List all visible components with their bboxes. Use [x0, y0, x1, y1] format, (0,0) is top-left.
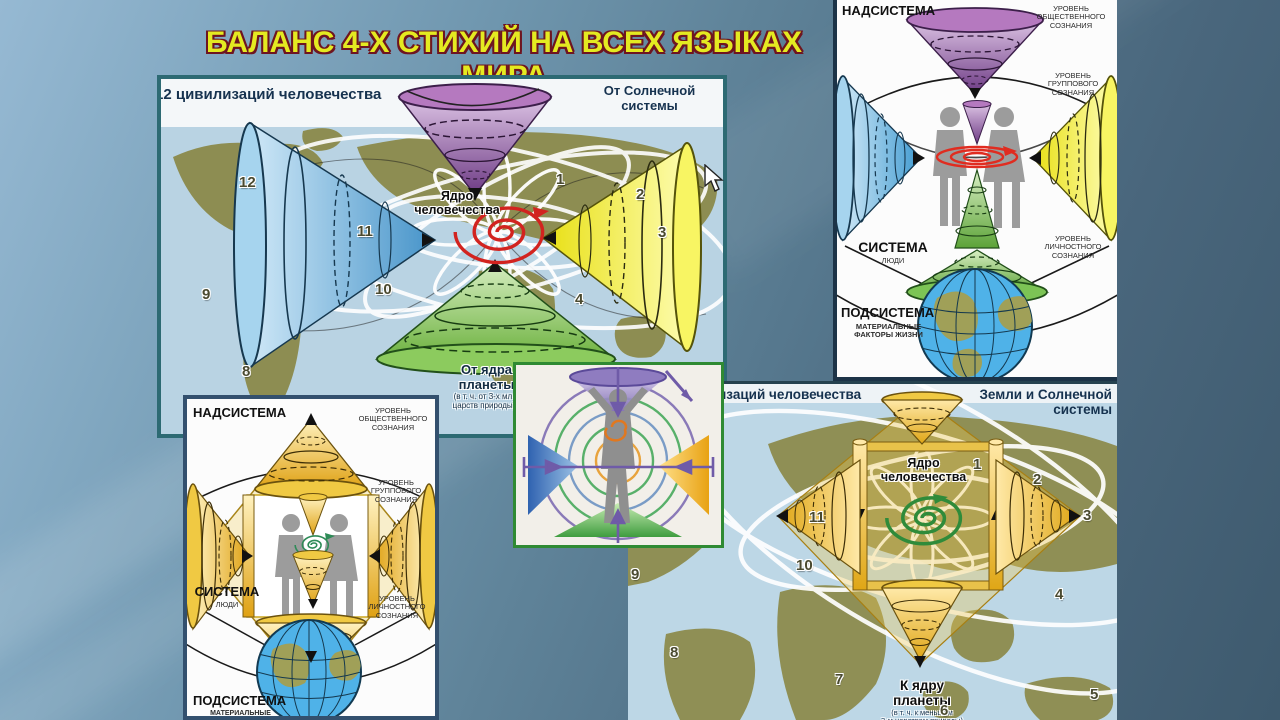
core-label: Ядро человечества	[414, 189, 500, 217]
map-number: 2	[1033, 471, 1042, 488]
map-number: 3	[658, 224, 667, 241]
core-label: Ядро человечества	[880, 456, 967, 484]
map-number: 8	[670, 644, 679, 661]
map-number: 1	[973, 456, 982, 473]
system-label: СИСТЕМА	[194, 584, 260, 599]
level-personal-label: УРОВЕНЬ ЛИЧНОСТНОГО СОЗНАНИЯ	[1044, 234, 1102, 260]
small-gold-cone-top	[298, 493, 328, 537]
system-people-label: ЛЮДИ	[881, 256, 905, 265]
yellow-civilizations-cone	[541, 142, 702, 352]
subsystem-label: ПОДСИСТЕМА	[841, 305, 935, 320]
purple-suprasystem-cone	[905, 7, 1045, 99]
to-core-note: (в т. ч. к меньшим 3-м царствам природы)	[881, 708, 963, 720]
panel-heading-civilizations-visible: изаций человечества	[718, 387, 862, 402]
humanity-core-spiral-green	[885, 494, 963, 546]
panel-heading-earth-solar: Земли и Солнечной системы	[979, 387, 1112, 418]
level-public-label: УРОВЕНЬ ОБЩЕСТВЕННОГО СОЗНАНИЯ	[1036, 4, 1106, 30]
map-number: 7	[835, 671, 844, 688]
map-number: 8	[242, 363, 251, 380]
subsystem-material-label: МАТЕРИАЛЬНЫЕ ФАКТОРЫ ЖИЗНИ	[210, 710, 271, 717]
gold-cone-right	[995, 458, 1081, 576]
humanity-core-spiral-red	[453, 206, 549, 265]
yellow-element-triangle	[659, 435, 709, 515]
map-number: 5	[1090, 686, 1099, 703]
map-number: 11	[357, 223, 373, 240]
map-number: 9	[631, 566, 640, 583]
panel-levels-multicolor: НАДСИСТЕМА УРОВЕНЬ ОБЩЕСТВЕННОГО СОЗНАНИ…	[833, 0, 1117, 381]
map-number: 12	[239, 174, 256, 191]
panel-human-elements	[513, 362, 724, 548]
suprasystem-label: НАДСИСТЕМА	[842, 3, 936, 18]
blue-civilizations-cone	[233, 121, 437, 369]
earth-globe	[256, 619, 362, 716]
small-purple-cone	[962, 100, 992, 146]
inner-energy-spiral	[604, 419, 628, 442]
gold-cone-bottom	[881, 579, 964, 668]
to-core-label: К ядру планеты	[893, 678, 951, 709]
earth-globe	[917, 268, 1033, 377]
from-core-label: От ядра планеты	[458, 362, 515, 392]
suprasystem-label: НАДСИСТЕМА	[193, 405, 287, 420]
small-gold-cone-bottom	[292, 550, 334, 609]
gold-cone-left	[776, 458, 861, 576]
axis-arrows	[522, 367, 715, 543]
gold-cone-top	[880, 391, 964, 445]
level-group-label: УРОВЕНЬ ГРУППОВОГО СОЗНАНИЯ	[1047, 71, 1099, 97]
panel-heading-civilizations: 12 цивилизаций человечества	[157, 86, 382, 103]
human-elements-graphic	[522, 367, 715, 543]
gold-suprasystem-cone	[253, 413, 369, 499]
map-number: 11	[809, 509, 825, 526]
cursor-arrow-icon	[704, 164, 724, 192]
map-number: 10	[375, 281, 392, 298]
subsystem-label: ПОДСИСТЕМА	[193, 693, 287, 708]
level-group-label: УРОВЕНЬ ГРУППОВОГО СОЗНАНИЯ	[370, 478, 422, 504]
panel-levels-gold: НАДСИСТЕМА УРОВЕНЬ ОБЩЕСТВЕННОГО СОЗНАНИ…	[183, 395, 439, 720]
level-public-label: УРОВЕНЬ ОБЩЕСТВЕННОГО СОЗНАНИЯ	[358, 406, 428, 432]
purple-solar-cone	[397, 83, 553, 201]
personal-core-rings-red	[935, 145, 1019, 169]
blue-element-triangle	[528, 435, 578, 515]
level-personal-label: УРОВЕНЬ ЛИЧНОСТНОГО СОЗНАНИЯ	[368, 594, 426, 620]
levels-gold-graphic	[187, 413, 435, 716]
subsystem-material-label: МАТЕРИАЛЬНЫЕ ФАКТОРЫ ЖИЗНИ	[854, 322, 923, 340]
map-number: 9	[202, 286, 211, 303]
gold-element-cone-right	[369, 483, 435, 631]
map-number: 2	[636, 186, 645, 203]
map-number: 6	[940, 702, 949, 719]
system-label: СИСТЕМА	[858, 239, 928, 255]
system-people-label: ЛЮДИ	[215, 600, 239, 609]
panel-heading-from-solar: От Солнечной системы	[603, 83, 696, 113]
from-core-note: (в т. ч. от 3-х мл. царств природы)	[452, 392, 516, 410]
map-number: 1	[556, 171, 565, 188]
levels-multicolor-graphic	[837, 7, 1117, 377]
map-number: 4	[1055, 586, 1064, 603]
map-number: 3	[1083, 507, 1092, 524]
yellow-element-cone	[1029, 75, 1117, 242]
map-number: 10	[796, 557, 813, 574]
gold-element-cone-left	[187, 483, 253, 631]
map-number: 4	[575, 291, 584, 308]
blue-element-cone	[837, 75, 925, 242]
